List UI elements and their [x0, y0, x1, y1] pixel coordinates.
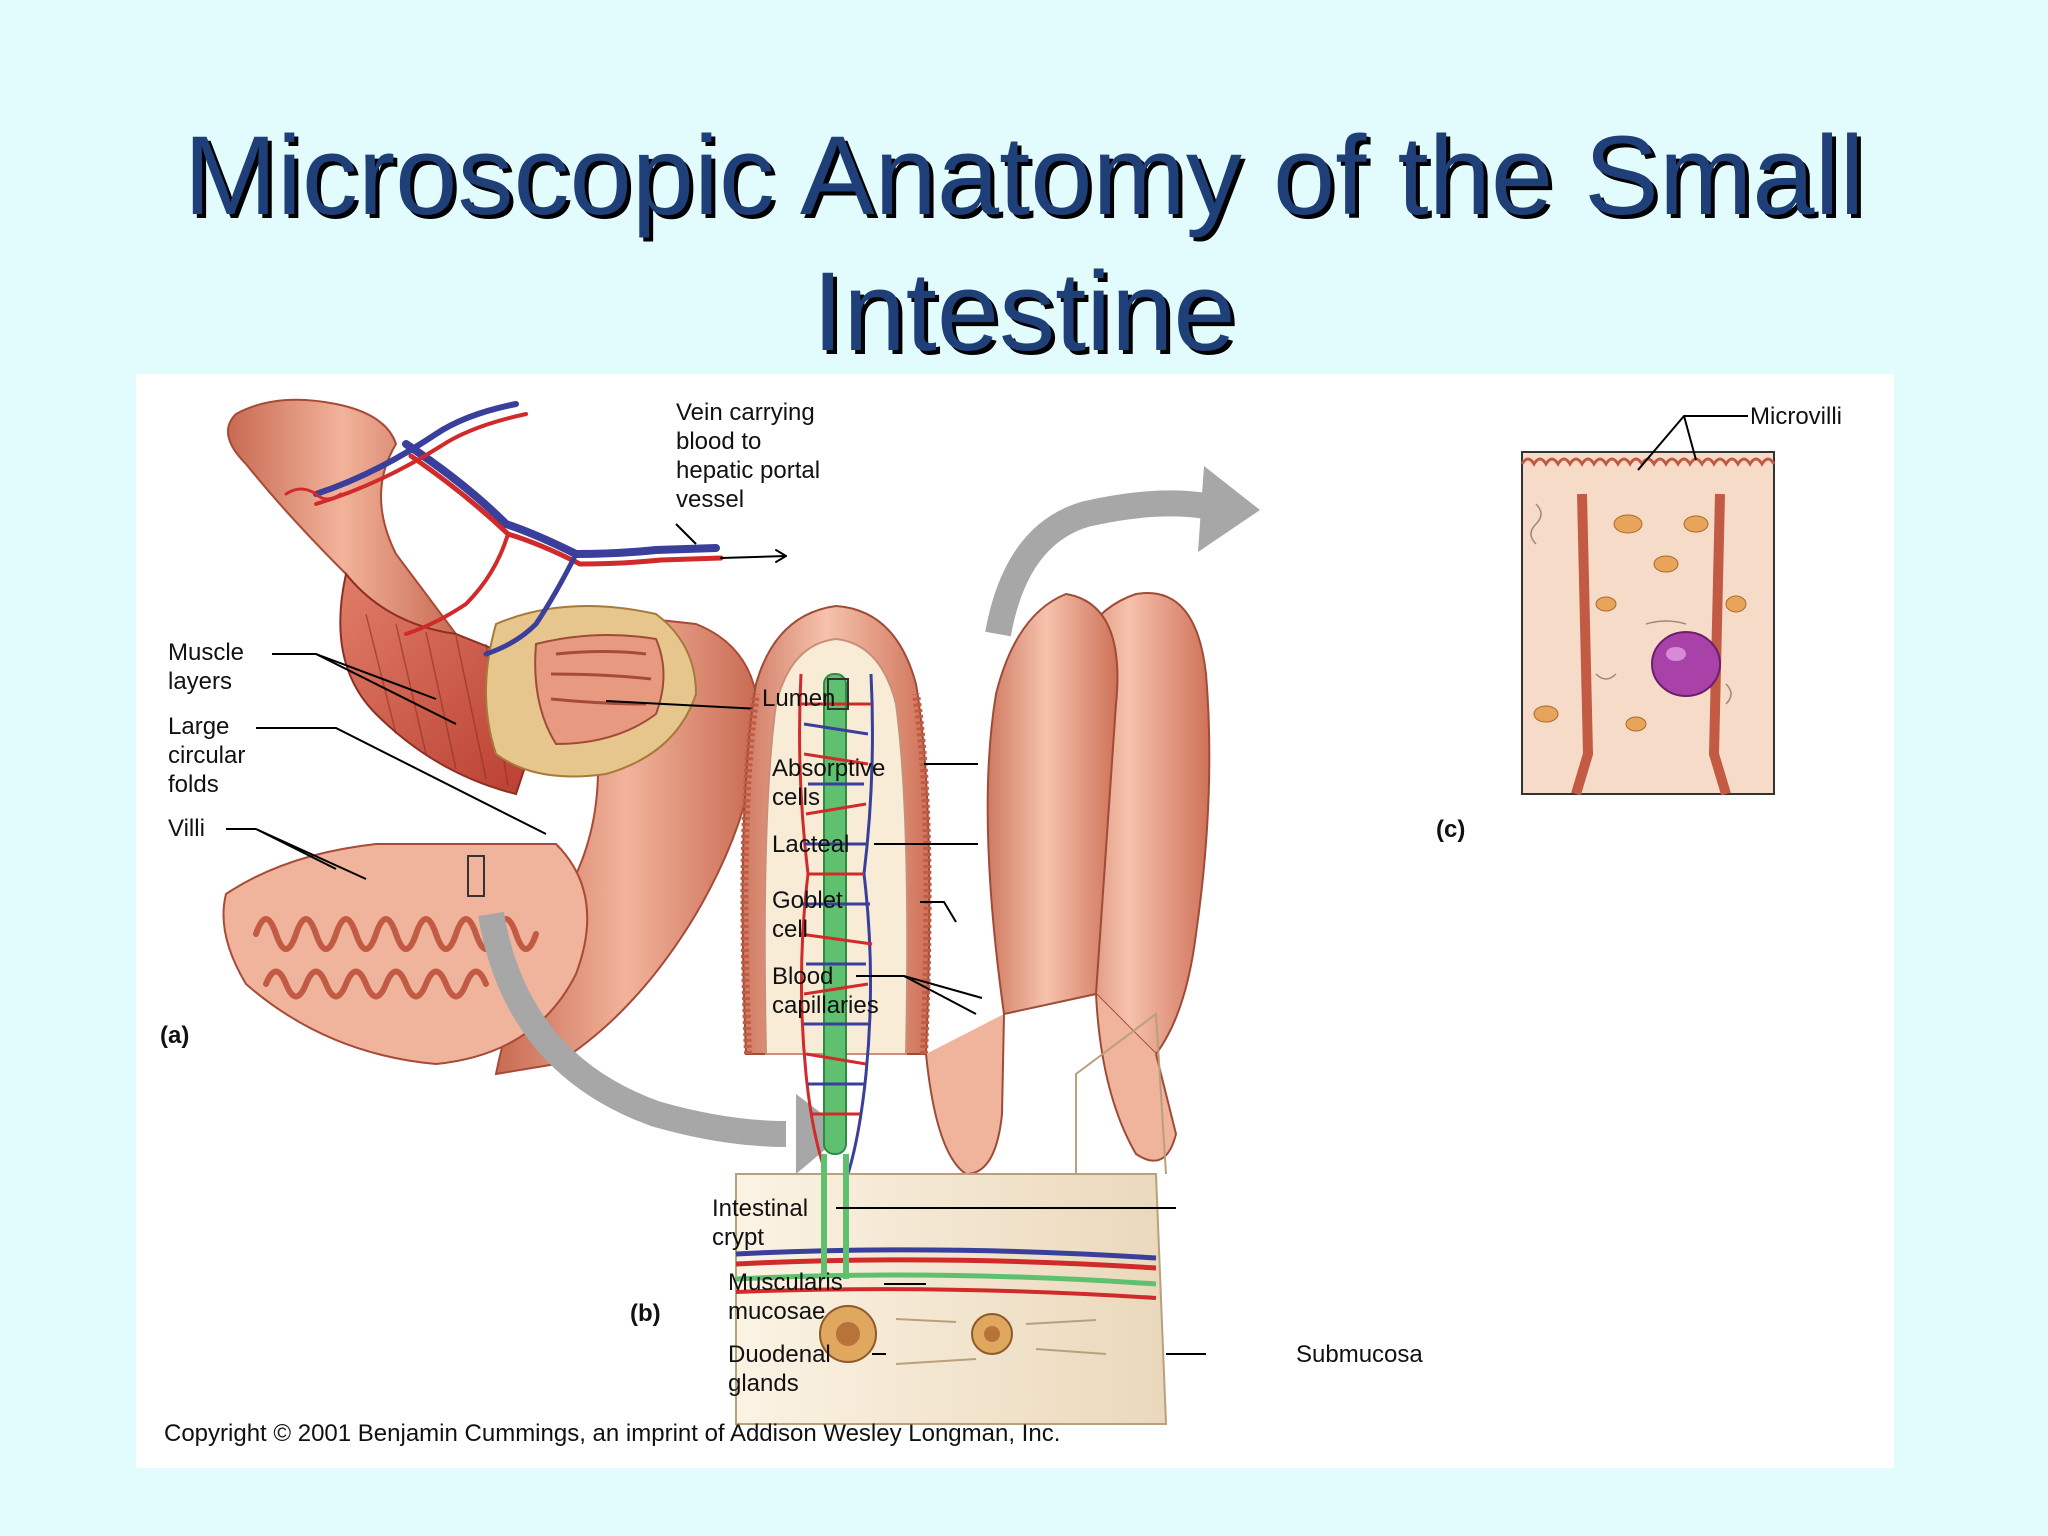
label-muscularis-mucosae: Muscularis mucosae: [728, 1269, 843, 1325]
panel-c-tag: (c): [1436, 816, 1466, 843]
label-submucosa: Submucosa: [1296, 1341, 1423, 1368]
anatomy-illustration: [222, 398, 1776, 1425]
label-villi: Villi: [168, 815, 205, 842]
slide-title: Microscopic Anatomy of the Small Intesti…: [0, 108, 2048, 380]
leader-lines-b: [836, 763, 1206, 1355]
copyright-notice: Copyright © 2001 Benjamin Cummings, an i…: [164, 1420, 1061, 1447]
slide-title-line-1: Microscopic Anatomy of the Small: [183, 113, 1865, 238]
villus-b: [735, 592, 1211, 1425]
anatomy-figure: Vein carrying blood to hepatic portal ve…: [136, 374, 1894, 1468]
label-absorptive-cells: Absorptive cells: [772, 755, 886, 811]
duodenal-gland-right: [971, 1313, 1013, 1355]
slide-title-line-2: Intestine: [812, 249, 1236, 374]
label-microvilli: Microvilli: [1750, 403, 1842, 430]
panel-b-tag: (b): [630, 1300, 661, 1327]
curved-arrow-a-to-b: [478, 911, 846, 1174]
label-duodenal-glands: Duodenal glands: [728, 1341, 831, 1397]
label-large-circular-folds: Large circular folds: [168, 713, 246, 798]
leader-lines-c: [1637, 415, 1748, 471]
cell-nucleus: [1651, 631, 1721, 697]
label-intestinal-crypt: Intestinal crypt: [712, 1195, 809, 1251]
label-muscle-layers: Muscle layers: [168, 639, 245, 695]
leader-lines-a: [226, 523, 761, 880]
label-lacteal: Lacteal: [772, 831, 850, 858]
label-lumen: Lumen: [762, 685, 836, 712]
blood-capillary-network: [798, 673, 874, 1175]
label-goblet-cell: Goblet cell: [772, 887, 843, 943]
absorptive-cell-c: [1520, 451, 1776, 796]
curved-arrow-b-to-c: [985, 466, 1260, 637]
label-vein: Vein carrying blood to hepatic portal ve…: [676, 399, 821, 513]
portal-vein-vessels: [284, 401, 787, 657]
duodenal-gland-left: [819, 1305, 877, 1363]
label-blood-capillaries: Blood capillaries: [772, 963, 879, 1019]
panel-a-tag: (a): [160, 1022, 190, 1049]
